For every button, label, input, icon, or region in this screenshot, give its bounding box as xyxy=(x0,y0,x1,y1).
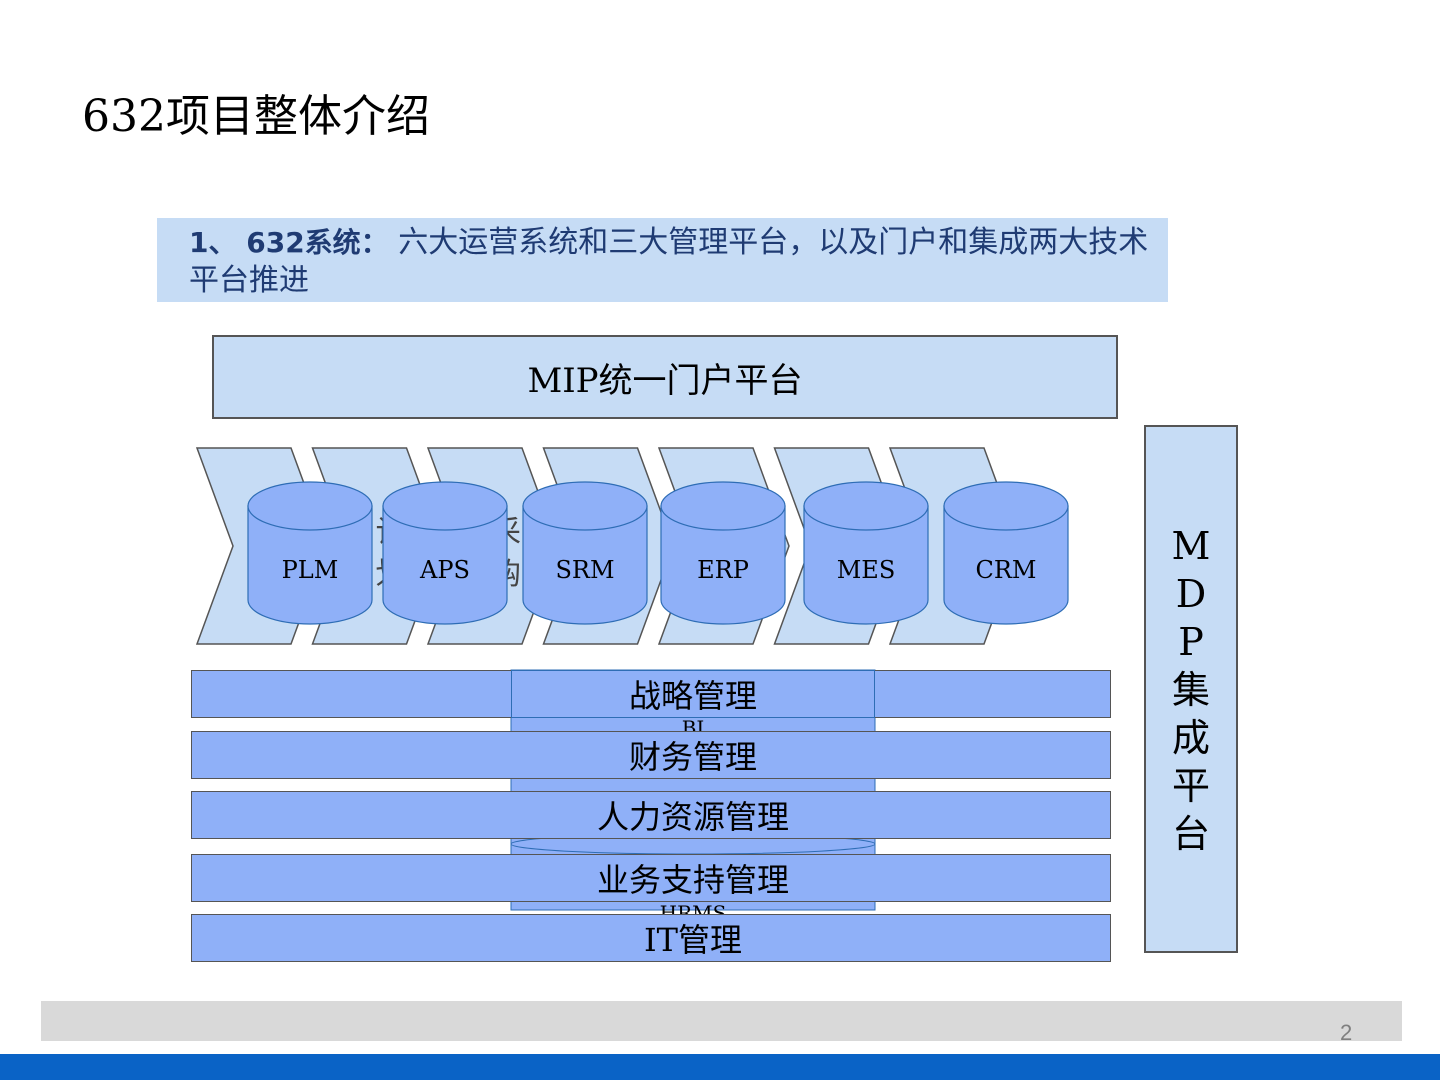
intro-lead: 1、 632系统： xyxy=(189,226,389,259)
system-srm-cylinder: SRM xyxy=(522,481,648,625)
management-label: 人力资源管理 xyxy=(596,798,789,836)
management-label: IT管理 xyxy=(644,921,742,959)
intro-text: 1、 632系统： 六大运营系统和三大管理平台，以及门户和集成两大技术平台推进 xyxy=(189,224,1149,300)
system-erp-cylinder: ERP xyxy=(660,481,786,625)
intro-body: 六大运营系统和三大管理平台，以及门户和集成两大技术平台推进 xyxy=(189,225,1149,298)
system-label: MES xyxy=(837,556,896,584)
mdp-char: 成 xyxy=(1171,716,1210,760)
system-label: SRM xyxy=(555,556,614,584)
mdp-char: 平 xyxy=(1171,764,1210,808)
system-label: ERP xyxy=(697,556,749,584)
portal-platform: MIP统一门户平台 xyxy=(212,335,1118,419)
bottom-bar xyxy=(0,1054,1440,1080)
system-crm-cylinder: CRM xyxy=(943,481,1069,625)
footer-band xyxy=(41,1001,1402,1041)
mdp-char: P xyxy=(1178,620,1204,664)
management-bar xyxy=(191,791,1111,839)
management-bar xyxy=(191,731,1111,779)
page-number: 2 xyxy=(1340,1020,1353,1045)
mdp-char: D xyxy=(1175,572,1207,616)
mdp-char: 台 xyxy=(1171,812,1210,856)
intro-box: 1、 632系统： 六大运营系统和三大管理平台，以及门户和集成两大技术平台推进 xyxy=(157,218,1168,302)
system-label: APS xyxy=(419,556,470,584)
management-label: 战略管理 xyxy=(628,677,757,715)
management-label: 业务支持管理 xyxy=(596,861,789,899)
management-bar xyxy=(191,914,1111,962)
system-label: CRM xyxy=(975,556,1036,584)
mdp-char: 集 xyxy=(1171,668,1210,712)
system-label: PLM xyxy=(282,556,339,584)
slide-title: 632项目整体介绍 xyxy=(82,91,430,142)
system-plm-cylinder: PLM xyxy=(247,481,373,625)
management-label: 财务管理 xyxy=(628,738,757,776)
management-bar xyxy=(191,854,1111,902)
system-mes-cylinder: MES xyxy=(803,481,929,625)
system-aps-cylinder: APS xyxy=(382,481,508,625)
mdp-char: M xyxy=(1171,524,1211,568)
